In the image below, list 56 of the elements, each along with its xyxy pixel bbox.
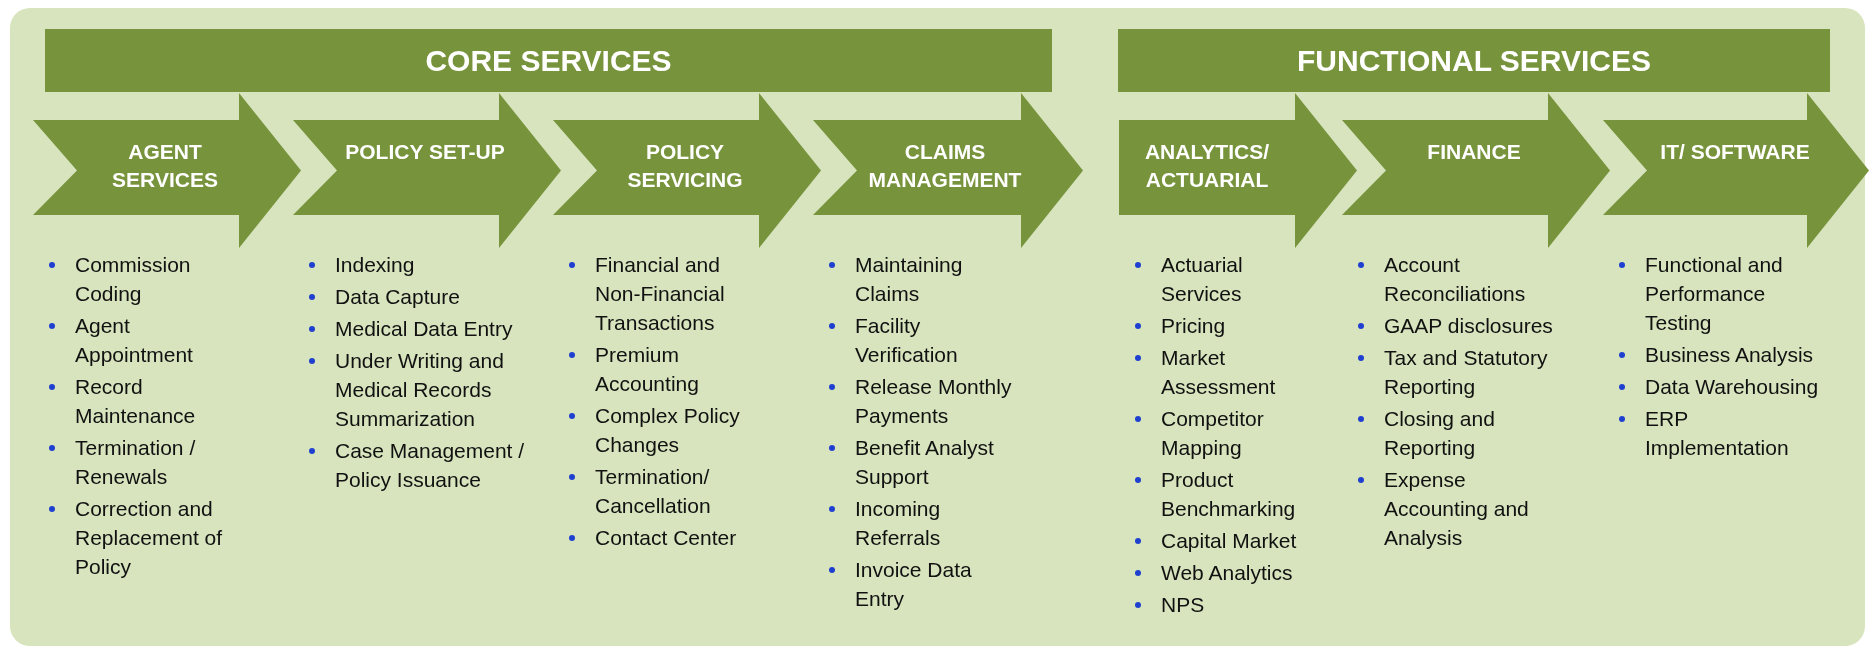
bullet-item: Case Management / Policy Issuance: [305, 436, 540, 494]
bullet-item: Contact Center: [565, 523, 760, 552]
bullet-item: Record Maintenance: [45, 372, 225, 430]
bullet-item: Indexing: [305, 250, 540, 279]
chevron-label: IT/ SOFTWARE: [1659, 139, 1811, 165]
bullet-item: Market Assessment: [1131, 343, 1321, 401]
bullet-item: ERP Implementation: [1615, 404, 1835, 462]
chevron-label: FINANCE: [1426, 139, 1522, 165]
chevron-label: POLICY SET-UP: [345, 139, 505, 165]
bullet-item: Correction and Replacement of Policy: [45, 494, 225, 581]
bullet-item: Commission Coding: [45, 250, 225, 308]
bullet-item: Premium Accounting: [565, 340, 760, 398]
chevron-banner: [813, 93, 1083, 248]
bullet-item: Incoming Referrals: [825, 494, 1025, 552]
bullet-item: Actuarial Services: [1131, 250, 1321, 308]
bullet-item: Medical Data Entry: [305, 314, 540, 343]
bullet-item: Termination / Renewals: [45, 433, 225, 491]
bullet-item: Business Analysis: [1615, 340, 1835, 369]
section-title: FUNCTIONAL SERVICES: [1297, 43, 1651, 78]
bullet-item: Agent Appointment: [45, 311, 225, 369]
chevron-banner: [1342, 93, 1610, 248]
header-band: [1118, 29, 1830, 92]
bullet-item: Closing and Reporting: [1354, 404, 1564, 462]
bullet-item: NPS: [1131, 590, 1321, 619]
bullet-item: Tax and Statutory Reporting: [1354, 343, 1564, 401]
bullet-item: Maintaining Claims: [825, 250, 1025, 308]
bullet-item: Invoice Data Entry: [825, 555, 1025, 613]
bullet-item: Under Writing and Medical Records Summarization: [305, 346, 540, 433]
chevron-banner: [553, 93, 821, 248]
chevron-banner: [293, 93, 561, 248]
bullet-item: Complex Policy Changes: [565, 401, 760, 459]
chevron-label: CLAIMS MANAGEMENT: [867, 139, 1023, 193]
bullet-item: Data Warehousing: [1615, 372, 1835, 401]
bullet-item: Expense Accounting and Analysis: [1354, 465, 1564, 552]
bullet-item: Facility Verification: [825, 311, 1025, 369]
bullet-item: Functional and Performance Testing: [1615, 250, 1835, 337]
bullet-item: Financial and Non-Financial Transactions: [565, 250, 760, 337]
bullet-item: Account Reconciliations: [1354, 250, 1564, 308]
bullet-item: Benefit Analyst Support: [825, 433, 1025, 491]
bullet-item: Web Analytics: [1131, 558, 1321, 587]
chevron-banner: [33, 93, 301, 248]
bullet-item: Termination/ Cancellation: [565, 462, 760, 520]
bullet-item: Pricing: [1131, 311, 1321, 340]
chevron-label: POLICY SERVICING: [626, 139, 744, 193]
bullet-item: Release Monthly Payments: [825, 372, 1025, 430]
section-title: CORE SERVICES: [425, 43, 672, 78]
bullet-item: Data Capture: [305, 282, 540, 311]
chevron-label: AGENT SERVICES: [111, 139, 219, 193]
header-band: [45, 29, 1052, 92]
bullet-item: Capital Market: [1131, 526, 1321, 555]
chevron-label: ANALYTICS/ ACTUARIAL: [1143, 139, 1271, 193]
chevron-banner: [1603, 93, 1869, 248]
bullet-item: Competitor Mapping: [1131, 404, 1321, 462]
chevron-banner: [1119, 93, 1357, 248]
bullet-item: GAAP disclosures: [1354, 311, 1564, 340]
bullet-item: Product Benchmarking: [1131, 465, 1321, 523]
